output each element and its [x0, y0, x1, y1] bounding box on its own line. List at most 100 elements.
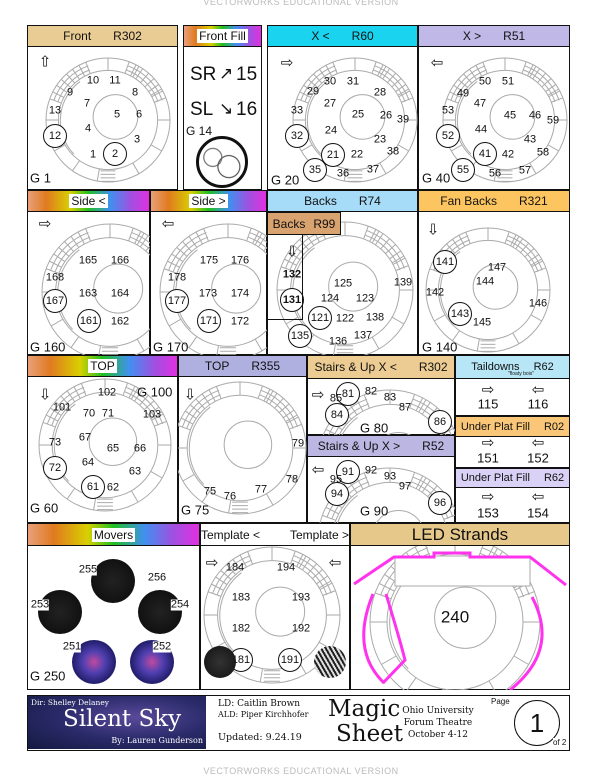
channel-163[interactable]: 163 — [78, 287, 98, 300]
channel-172[interactable]: 172 — [230, 315, 250, 328]
channel-132[interactable]: 132 — [282, 268, 302, 281]
channel-192[interactable]: 192 — [291, 622, 311, 635]
channel-64[interactable]: 64 — [81, 456, 95, 469]
channel-94[interactable]: 94 — [325, 482, 349, 506]
channel-96[interactable]: 96 — [428, 491, 452, 515]
channel-135[interactable]: 135 — [288, 324, 312, 348]
channel-4[interactable]: 4 — [84, 122, 92, 135]
channel-81[interactable]: 81 — [336, 382, 360, 406]
channel-103[interactable]: 103 — [142, 408, 162, 421]
channel-71[interactable]: 71 — [101, 407, 115, 420]
channel-152[interactable]: 152 — [527, 450, 549, 466]
channel-66[interactable]: 66 — [133, 442, 147, 455]
channel-55[interactable]: 55 — [451, 158, 475, 182]
channel-253[interactable]: 253 — [30, 598, 50, 611]
channel-10[interactable]: 10 — [86, 74, 100, 87]
channel-240[interactable]: 240 — [440, 607, 470, 627]
channel-151[interactable]: 151 — [477, 450, 499, 466]
channel-73[interactable]: 73 — [48, 436, 62, 449]
channel-33[interactable]: 33 — [290, 104, 304, 117]
channel-53[interactable]: 53 — [441, 104, 455, 117]
channel-252[interactable]: 252 — [152, 640, 172, 653]
channel-92[interactable]: 92 — [364, 464, 378, 477]
channel-26[interactable]: 26 — [379, 109, 393, 122]
channel-52[interactable]: 52 — [436, 124, 460, 148]
channel-173[interactable]: 173 — [198, 287, 218, 300]
channel-36[interactable]: 36 — [336, 167, 350, 180]
channel-16[interactable]: 16 — [236, 99, 258, 120]
channel-182[interactable]: 182 — [231, 622, 251, 635]
channel-28[interactable]: 28 — [373, 86, 387, 99]
channel-65[interactable]: 65 — [106, 442, 120, 455]
channel-123[interactable]: 123 — [355, 292, 375, 305]
channel-116[interactable]: 116 — [527, 396, 549, 412]
channel-136[interactable]: 136 — [328, 335, 348, 348]
channel-141[interactable]: 141 — [433, 250, 457, 274]
channel-165[interactable]: 165 — [78, 254, 98, 267]
channel-32[interactable]: 32 — [285, 124, 309, 148]
channel-83[interactable]: 83 — [383, 391, 397, 404]
channel-15[interactable]: 15 — [236, 64, 258, 85]
channel-72[interactable]: 72 — [43, 456, 67, 480]
channel-178[interactable]: 178 — [167, 271, 187, 284]
channel-174[interactable]: 174 — [230, 287, 250, 300]
channel-29[interactable]: 29 — [306, 85, 320, 98]
channel-138[interactable]: 138 — [365, 311, 385, 324]
channel-175[interactable]: 175 — [199, 254, 219, 267]
channel-153[interactable]: 153 — [477, 505, 499, 521]
channel-145[interactable]: 145 — [472, 316, 492, 329]
channel-50[interactable]: 50 — [478, 75, 492, 88]
channel-91[interactable]: 91 — [336, 460, 360, 484]
channel-62[interactable]: 62 — [106, 481, 120, 494]
channel-42[interactable]: 42 — [501, 148, 515, 161]
channel-78[interactable]: 78 — [285, 473, 299, 486]
channel-22[interactable]: 22 — [350, 148, 364, 161]
channel-24[interactable]: 24 — [324, 124, 338, 137]
channel-58[interactable]: 58 — [536, 146, 550, 159]
channel-45[interactable]: 45 — [503, 109, 517, 122]
channel-86[interactable]: 86 — [428, 410, 452, 434]
channel-35[interactable]: 35 — [303, 158, 327, 182]
channel-43[interactable]: 43 — [523, 133, 537, 146]
channel-8[interactable]: 8 — [131, 86, 139, 99]
channel-154[interactable]: 154 — [527, 505, 549, 521]
channel-7[interactable]: 7 — [83, 97, 91, 110]
channel-2[interactable]: 2 — [103, 142, 127, 166]
channel-11[interactable]: 11 — [109, 74, 121, 87]
channel-87[interactable]: 87 — [398, 401, 412, 414]
channel-124[interactable]: 124 — [320, 292, 340, 305]
channel-171[interactable]: 171 — [197, 309, 221, 333]
channel-167[interactable]: 167 — [43, 289, 67, 313]
channel-27[interactable]: 27 — [323, 97, 337, 110]
channel-254[interactable]: 254 — [170, 598, 190, 611]
channel-147[interactable]: 147 — [487, 261, 507, 274]
channel-9[interactable]: 9 — [66, 86, 74, 99]
channel-57[interactable]: 57 — [518, 164, 532, 177]
channel-3[interactable]: 3 — [133, 133, 141, 146]
channel-122[interactable]: 122 — [335, 312, 355, 325]
channel-12[interactable]: 12 — [43, 124, 67, 148]
channel-115[interactable]: 115 — [477, 396, 499, 412]
channel-137[interactable]: 137 — [353, 329, 373, 342]
channel-125[interactable]: 125 — [333, 277, 353, 290]
channel-162[interactable]: 162 — [110, 315, 130, 328]
channel-51[interactable]: 51 — [501, 75, 515, 88]
channel-47[interactable]: 47 — [473, 97, 487, 110]
channel-168[interactable]: 168 — [45, 271, 65, 284]
channel-144[interactable]: 144 — [475, 275, 495, 288]
channel-183[interactable]: 183 — [231, 591, 251, 604]
channel-37[interactable]: 37 — [366, 163, 380, 176]
channel-164[interactable]: 164 — [110, 287, 130, 300]
channel-161[interactable]: 161 — [77, 309, 101, 333]
channel-97[interactable]: 97 — [398, 480, 412, 493]
channel-255[interactable]: 255 — [78, 563, 98, 576]
channel-102[interactable]: 102 — [97, 386, 117, 399]
channel-23[interactable]: 23 — [373, 133, 387, 146]
channel-77[interactable]: 77 — [254, 483, 268, 496]
channel-49[interactable]: 49 — [456, 87, 470, 100]
channel-194[interactable]: 194 — [276, 561, 296, 574]
channel-61[interactable]: 61 — [81, 475, 105, 499]
channel-75[interactable]: 75 — [203, 485, 217, 498]
channel-41[interactable]: 41 — [473, 142, 497, 166]
channel-79[interactable]: 79 — [291, 437, 305, 450]
